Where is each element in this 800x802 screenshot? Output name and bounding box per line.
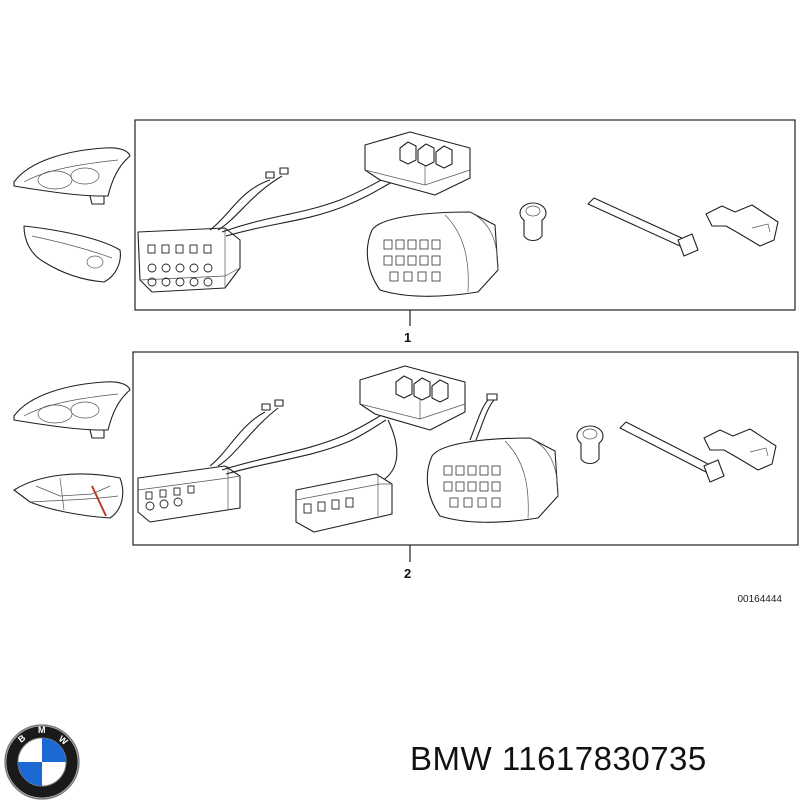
connector-5pin-2: [137, 465, 241, 523]
part-number: 11617830735: [501, 740, 707, 777]
grommet-plug-2: [576, 425, 604, 465]
grommet-plug-1: [519, 202, 547, 242]
svg-text:B: B: [16, 732, 28, 744]
figure-reference: 00164444: [737, 594, 783, 605]
terminal-clip-2: [703, 428, 777, 471]
relay-connector-2: [359, 365, 466, 431]
connector-4pin-2: [295, 473, 393, 533]
part-number-title: BMW 11617830735: [410, 740, 707, 778]
main-connector-1: [366, 211, 499, 297]
relay-connector-1: [364, 131, 471, 196]
brand-name: BMW: [410, 740, 493, 777]
kit-2-frame: [132, 351, 799, 546]
cable-tie-1: [587, 197, 699, 257]
taillight-outline-2: [13, 473, 124, 519]
callout-2: 2: [404, 566, 412, 581]
kit-1-frame: [134, 119, 796, 311]
bmw-logo-icon: B M W: [4, 724, 80, 800]
harness-wires-2: [209, 399, 398, 483]
headlight-outline-1: [13, 147, 131, 205]
headlight-outline-2: [13, 381, 131, 439]
main-connector-2: [426, 393, 559, 523]
callout-1: 1: [404, 330, 412, 345]
svg-text:M: M: [38, 725, 46, 735]
kit-group-1: [13, 119, 796, 326]
kit-group-2: [13, 351, 799, 562]
connector-10pin-1: [137, 227, 241, 293]
taillight-outline-1: [23, 225, 121, 283]
cable-tie-2: [619, 421, 725, 483]
harness-wires-1: [209, 167, 393, 237]
terminal-clip-1: [705, 204, 779, 247]
